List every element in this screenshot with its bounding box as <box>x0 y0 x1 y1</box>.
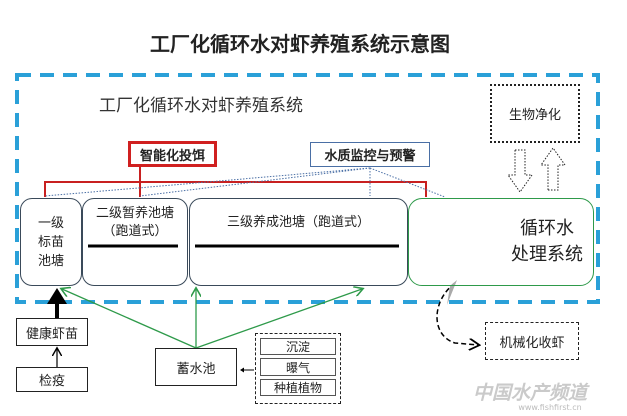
pond-level3-label: 三级养成池塘（跑道式） <box>226 215 370 230</box>
main-title: 工厂化循环水对虾养殖系统示意图 <box>150 31 450 56</box>
watermark: 中国水产频道 <box>472 381 587 404</box>
system-boundary <box>15 73 600 304</box>
watermark-url: www.fishfirst.cn <box>518 402 582 412</box>
water-monitor-box: 水质监控与预警 <box>310 142 430 167</box>
bio-arrows <box>507 147 566 193</box>
bio-purify-box: 生物净化 <box>490 84 580 143</box>
harvest-box: 机械化收虾 <box>485 322 579 360</box>
pond-level3: 三级养成池塘（跑道式） <box>189 198 408 286</box>
treatment-aeration: 曝气 <box>260 358 336 376</box>
pond-level2-label: 二级暂养池塘 （跑道式） <box>95 206 174 239</box>
smart-feeding-box: 智能化投饵 <box>128 141 217 167</box>
pond-level1-label: 一级 标苗 池塘 <box>37 215 64 269</box>
recirculation-label: 循环水 处理系统 <box>511 218 583 265</box>
reservoir-box: 蓄水池 <box>155 348 237 386</box>
treatment-sedimentation: 沉淀 <box>260 338 336 355</box>
monitor-lines <box>44 167 446 198</box>
feeding-bracket <box>44 167 427 197</box>
harvest-arrow <box>436 282 478 345</box>
pond-level1: 一级 标苗 池塘 <box>20 198 82 286</box>
healthy-fry-box: 健康虾苗 <box>16 318 88 346</box>
quarantine-box: 检疫 <box>16 367 88 392</box>
water-supply-arrows <box>62 289 362 349</box>
recirculation-system: 循环水 处理系统 <box>408 198 594 286</box>
treatment-group: 沉淀 曝气 种植植物 <box>255 333 341 404</box>
pond-level2: 二级暂养池塘 （跑道式） <box>82 198 188 286</box>
system-title: 工厂化循环水对虾养殖系统 <box>99 95 303 116</box>
treatment-planting: 种植植物 <box>260 379 336 396</box>
